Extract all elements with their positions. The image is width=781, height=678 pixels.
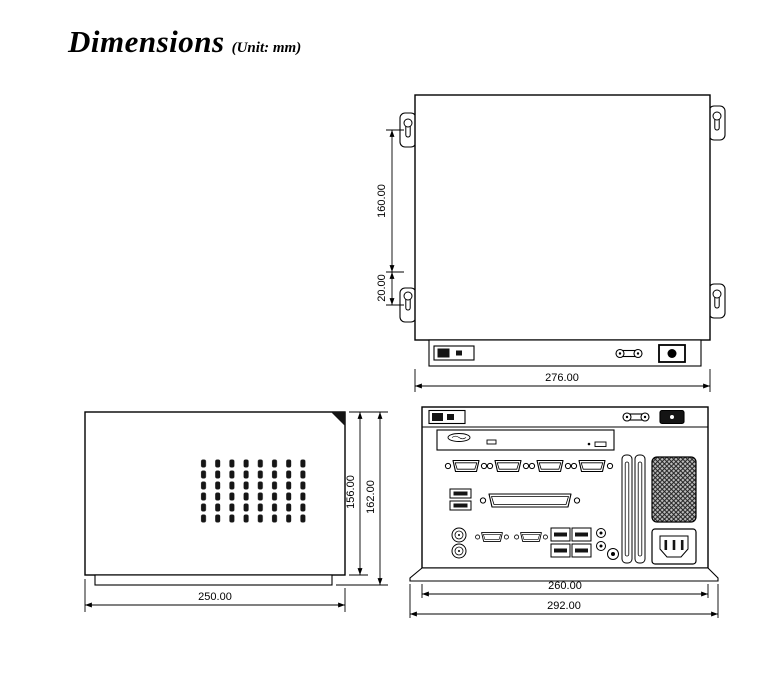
top-view-body [414, 94, 711, 341]
ps2-port-icon [451, 527, 467, 543]
side-view: 156.00 162.00 250.00 [84, 411, 388, 612]
dim-label-chassis-width: 260.00 [548, 580, 582, 592]
dim-label-mount-span: 160.00 [376, 184, 388, 218]
parallel-port-icon [479, 493, 581, 508]
power-inlet-icon [651, 528, 697, 565]
front-bezel-edge [331, 412, 345, 426]
optical-drive-icon [436, 429, 615, 451]
audio-jack-icon [596, 528, 606, 551]
dim-label-mount-offset: 20.00 [376, 274, 388, 302]
expansion-slot-icon [621, 454, 633, 564]
dim-label-body-width: 276.00 [545, 372, 579, 384]
expansion-slot-icon [634, 454, 646, 564]
vent-slots-icon [197, 458, 311, 524]
rear-view: 260.00 292.00 [409, 406, 719, 618]
base-feet [409, 567, 719, 582]
title-unit-text: (Unit: mm) [231, 40, 302, 56]
thumbscrew-handle-icon [615, 348, 643, 359]
thumbscrew-handle-icon [622, 412, 650, 422]
top-view: 160.00 20.00 276.00 [376, 94, 726, 392]
usb-port-icon [449, 488, 472, 511]
power-switch-icon [428, 409, 466, 425]
page-title: Dimensions (Unit: mm) [68, 24, 301, 60]
dim-label-overall-width: 292.00 [547, 600, 581, 612]
title-text: Dimensions [68, 24, 225, 59]
dc-jack-icon [658, 344, 686, 363]
dim-label-overall-height: 162.00 [365, 480, 377, 514]
front-edge-strip [428, 339, 702, 367]
dc-jack-icon [659, 409, 685, 425]
dim-label-body-depth: 250.00 [198, 591, 232, 603]
rear-top-strip [428, 409, 685, 425]
dim-label-body-height: 156.00 [345, 475, 357, 509]
keyhole-mount-icon [403, 111, 722, 311]
ps2-port-icon [451, 543, 467, 559]
rear-view-dimensions: 260.00 292.00 [409, 580, 719, 618]
dc-jack-icon [607, 548, 619, 560]
top-view-dimensions: 160.00 20.00 276.00 [376, 129, 711, 392]
base-foot [94, 574, 333, 586]
fan-grille-icon [651, 456, 697, 523]
power-switch-icon [433, 345, 475, 361]
side-view-dimensions: 156.00 162.00 250.00 [84, 411, 388, 612]
